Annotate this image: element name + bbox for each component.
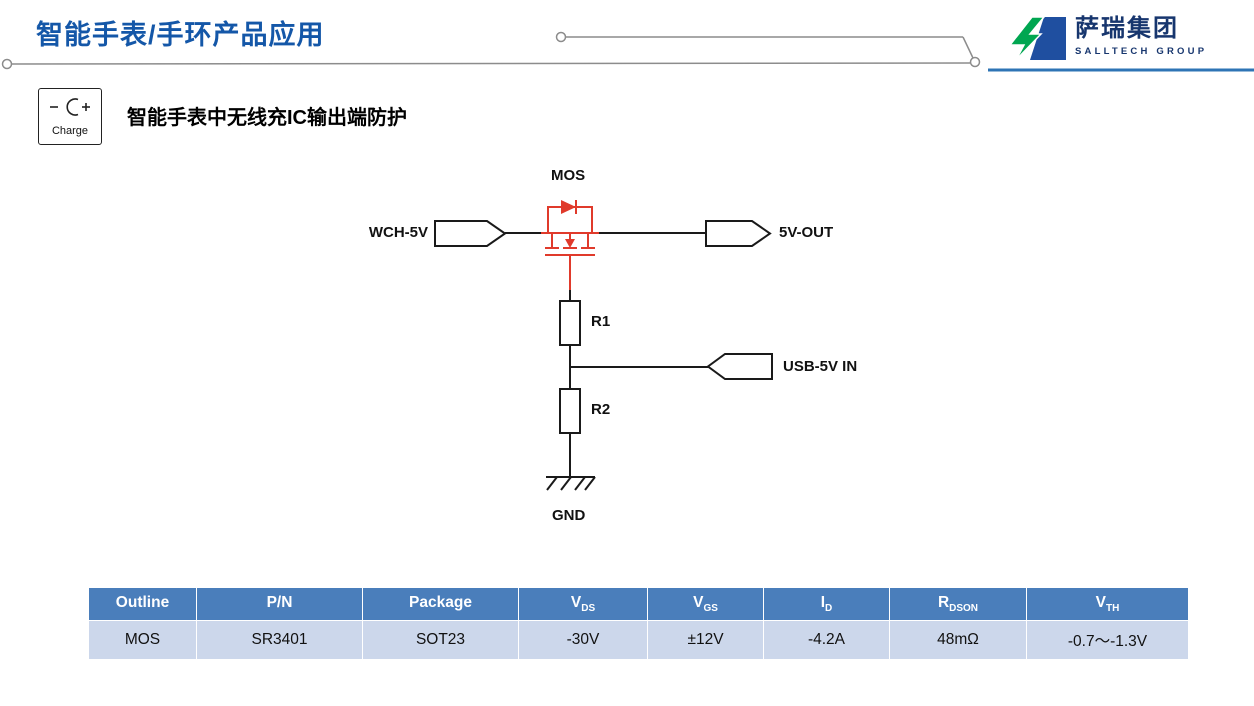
- col-header-outline: Outline: [88, 587, 197, 621]
- logo-company-name: 萨瑞集团: [1075, 15, 1179, 42]
- resistor-r1: [559, 300, 581, 346]
- output-connector-arrow: [705, 220, 772, 247]
- usb-in-label: USB-5V IN: [783, 358, 858, 375]
- ground-symbol: [546, 476, 596, 491]
- cell-package: SOT23: [362, 620, 519, 660]
- usb-connector-arrow: [706, 353, 773, 380]
- input-label: WCH-5V: [368, 224, 428, 241]
- cell-rdson: 48mΩ: [889, 620, 1027, 660]
- body-diode-icon: [561, 200, 576, 214]
- gnd-label: GND: [552, 507, 586, 524]
- r1-label: R1: [591, 313, 611, 330]
- circuit-diagram: [434, 200, 773, 491]
- logo-group-name: SALLTECH GROUP: [1075, 45, 1208, 57]
- table-header-row: Outline P/N Package VDS VGS ID RDSON VTH: [88, 587, 1189, 621]
- r2-label: R2: [591, 401, 611, 418]
- cell-vth: -0.7～-1.3V: [1026, 620, 1189, 660]
- charge-icon-box: Charge: [38, 88, 102, 145]
- section-subtitle: 智能手表中无线充IC输出端防护: [127, 107, 407, 129]
- col-header-pn: P/N: [196, 587, 363, 621]
- col-header-vth: VTH: [1026, 587, 1189, 621]
- input-connector-arrow: [434, 220, 507, 247]
- cell-outline: MOS: [88, 620, 197, 660]
- company-logo: 萨瑞集团 SALLTECH GROUP: [1008, 15, 1207, 61]
- circuit-wires: [505, 232, 709, 477]
- output-label: 5V-OUT: [779, 224, 834, 241]
- cell-pn: SR3401: [196, 620, 363, 660]
- resistor-r2: [559, 388, 581, 434]
- cell-vgs: ±12V: [647, 620, 764, 660]
- table-row: MOS SR3401 SOT23 -30V ±12V -4.2A 48mΩ -0…: [88, 620, 1189, 660]
- cell-id: -4.2A: [763, 620, 890, 660]
- salltech-logo-icon: [1008, 16, 1066, 61]
- col-header-package: Package: [362, 587, 519, 621]
- battery-charge-icon: [50, 98, 90, 116]
- cell-vds: -30V: [518, 620, 648, 660]
- mos-label: MOS: [551, 167, 586, 184]
- charge-icon-label: Charge: [51, 125, 89, 137]
- col-header-vgs: VGS: [647, 587, 764, 621]
- col-header-rdson: RDSON: [889, 587, 1027, 621]
- col-header-vds: VDS: [518, 587, 648, 621]
- page-title: 智能手表/手环产品应用: [36, 20, 325, 50]
- mosfet-symbol: [541, 200, 599, 290]
- spec-table: Outline P/N Package VDS VGS ID RDSON VTH…: [88, 587, 1189, 660]
- logo-text: 萨瑞集团 SALLTECH GROUP: [1075, 15, 1207, 57]
- col-header-id: ID: [763, 587, 890, 621]
